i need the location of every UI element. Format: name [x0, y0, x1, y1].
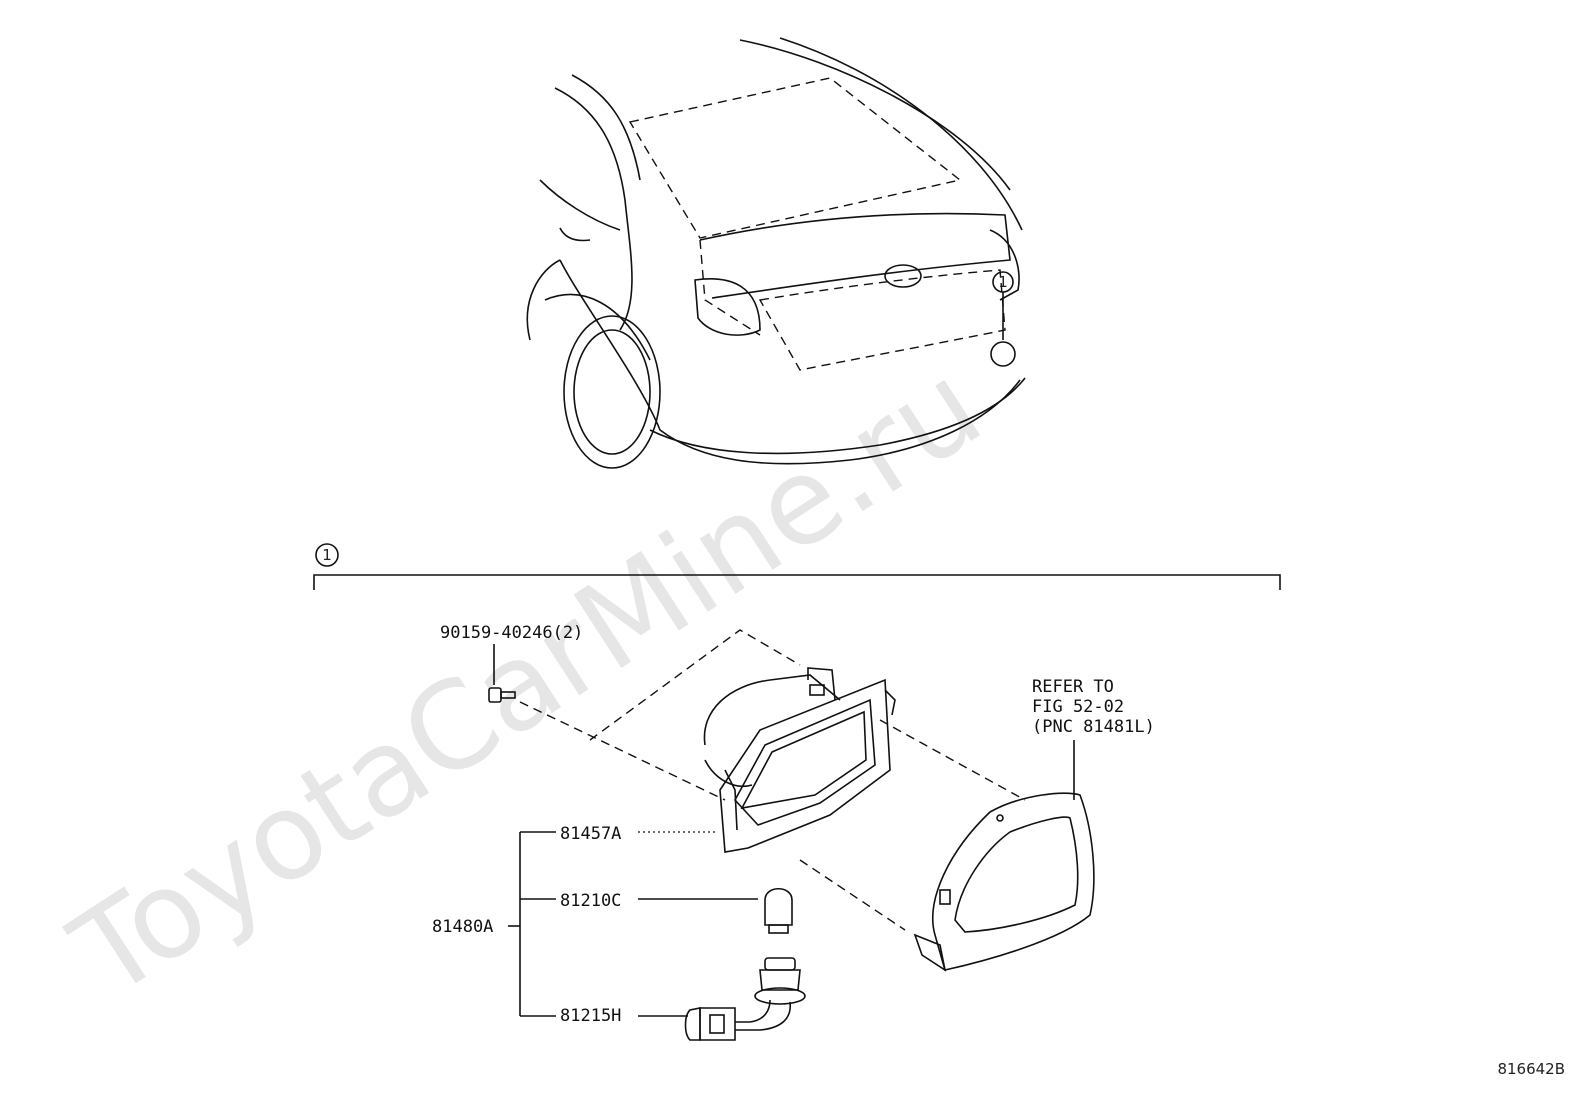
section-bracket: 1: [313, 543, 1281, 590]
figure-id: 816642B: [1497, 1060, 1565, 1078]
assembly-bracket: [508, 831, 556, 1017]
socket-illustration: [684, 957, 806, 1041]
car-callout-number: 1: [998, 273, 1008, 291]
refer-line-2: FIG 52-02: [1032, 697, 1124, 717]
bulb-illustration: [764, 887, 793, 934]
lamp-housing-illustration: [703, 667, 896, 853]
label-housing: 81457A: [560, 824, 621, 844]
watermark: ToyotaCarMine.ru: [49, 337, 1005, 1025]
label-assembly: 81480A: [432, 917, 493, 937]
label-socket: 81215H: [560, 1006, 621, 1026]
refer-line-1: REFER TO: [1032, 677, 1114, 697]
section-callout-number: 1: [322, 546, 332, 564]
label-bulb: 81210C: [560, 891, 621, 911]
car-rear-illustration: 1: [526, 37, 1026, 469]
screw-illustration: [488, 687, 516, 703]
refer-line-3: (PNC 81481L): [1032, 717, 1155, 737]
label-screw: 90159-40246(2): [440, 623, 583, 643]
lamp-bezel-illustration: [913, 792, 1095, 972]
